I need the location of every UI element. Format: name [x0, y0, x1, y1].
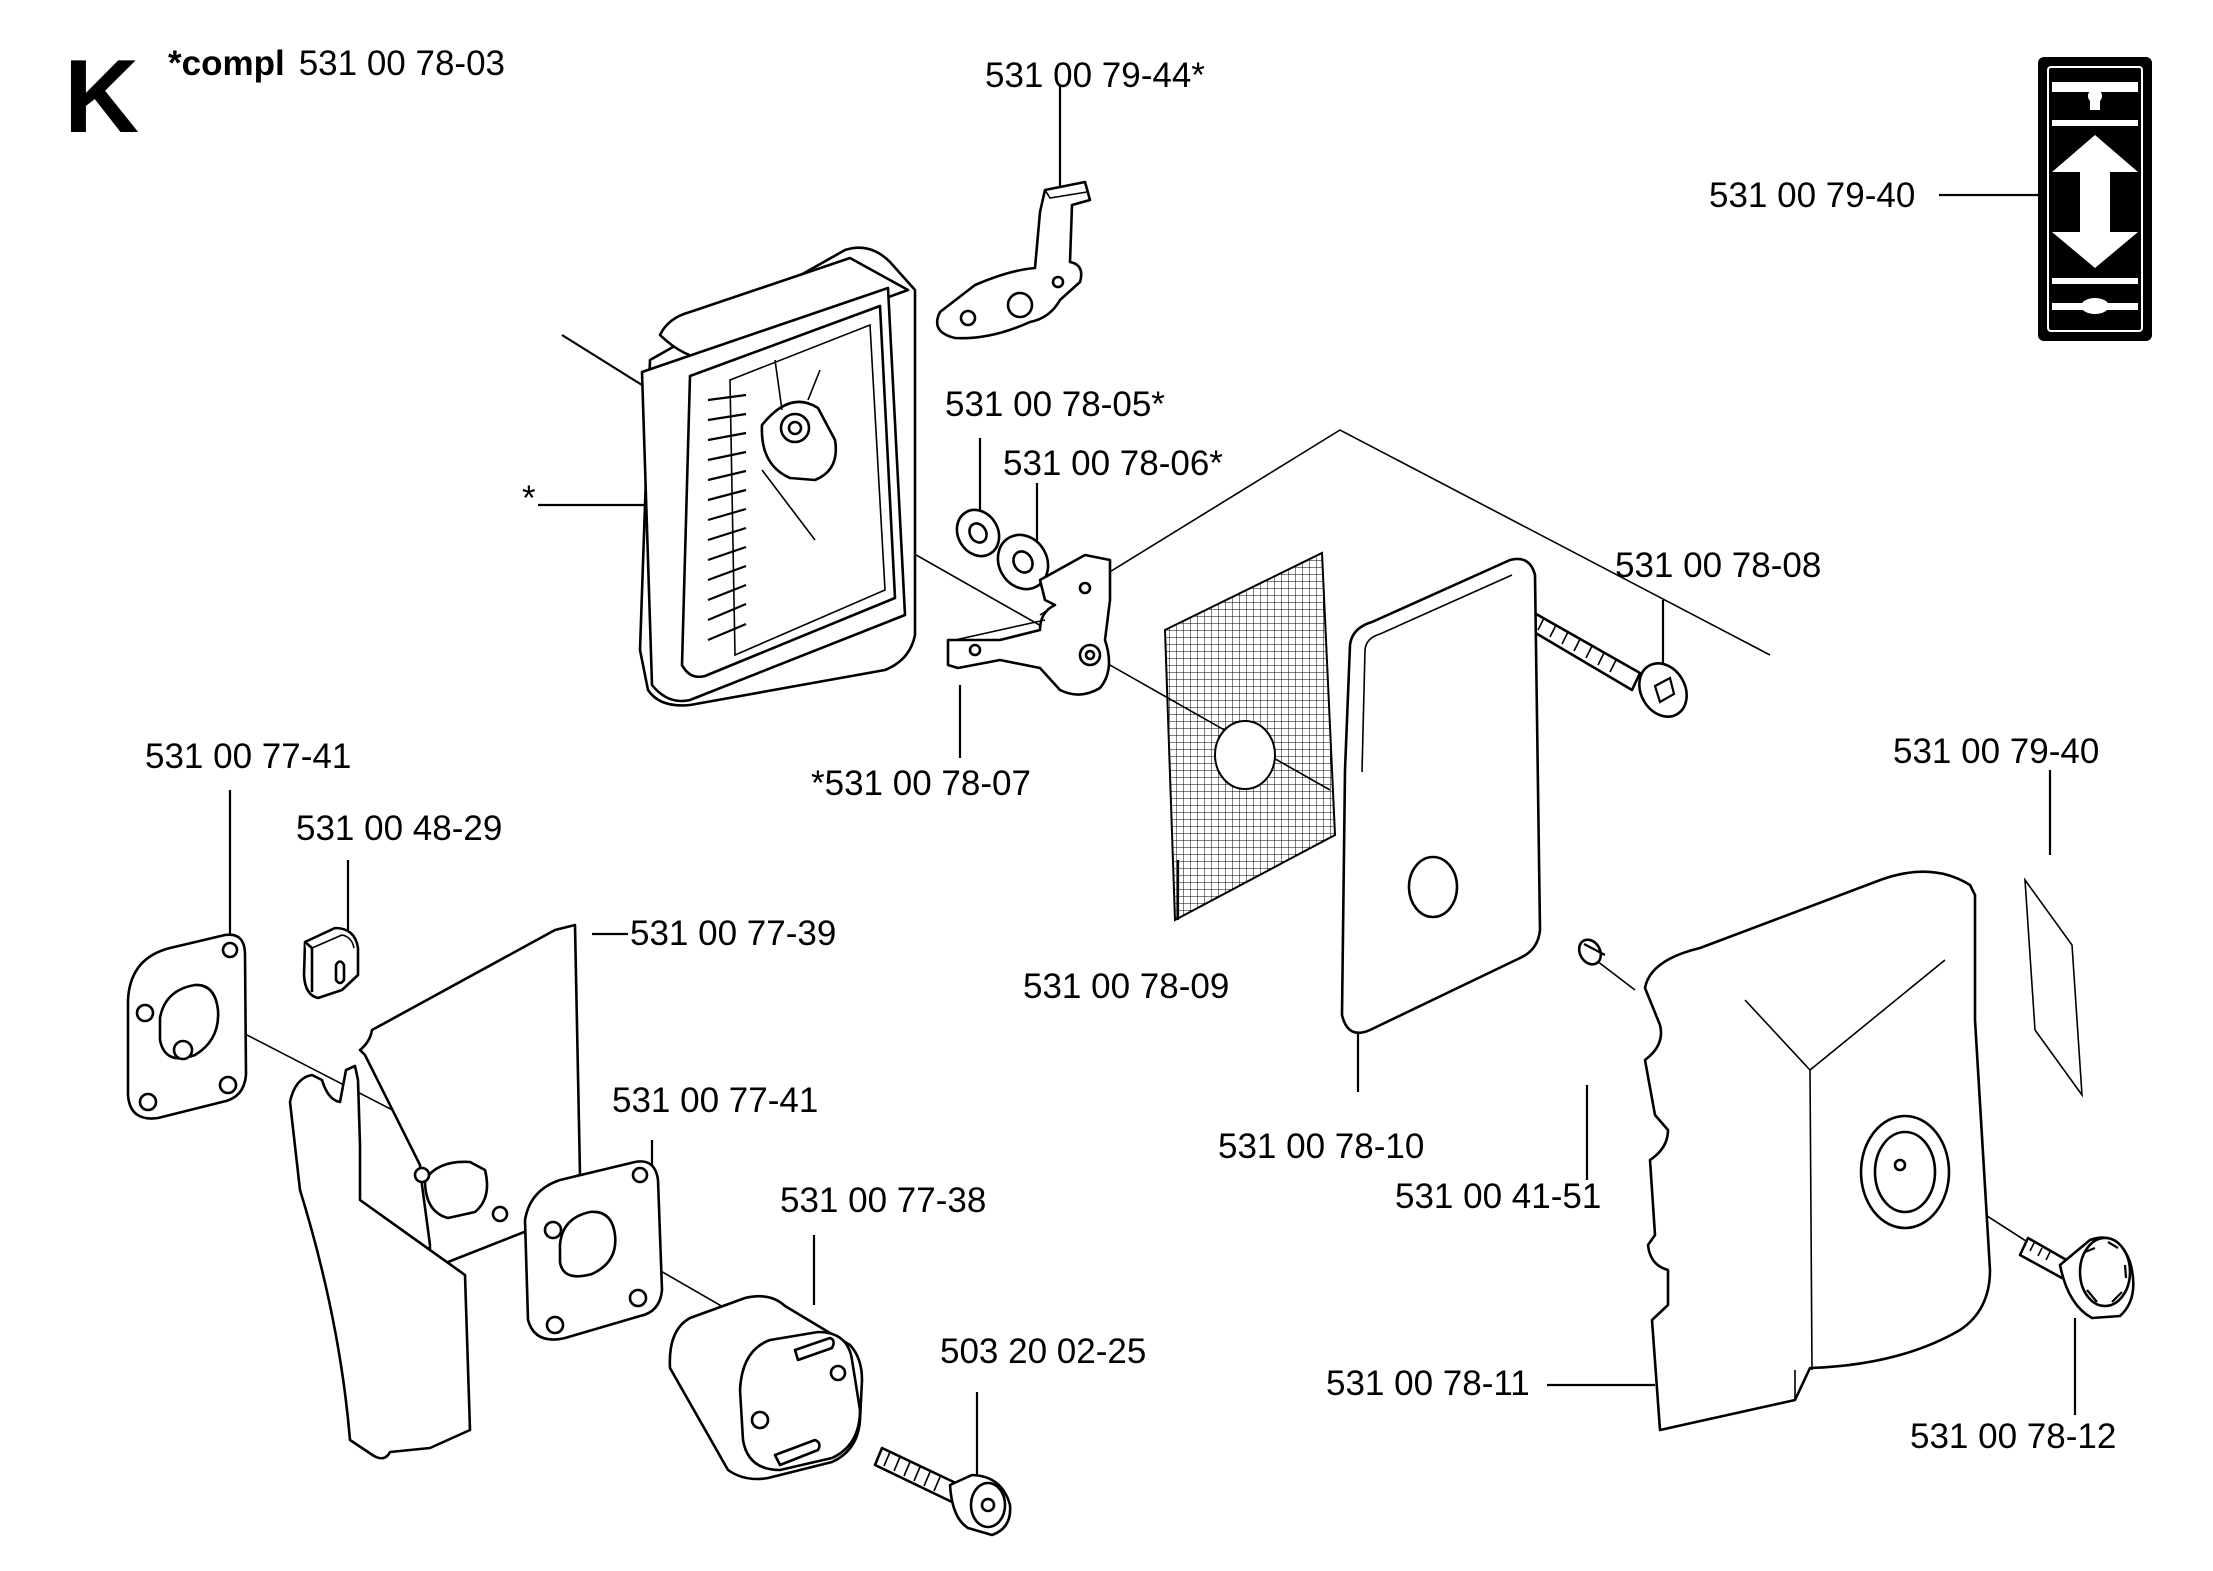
washer-7806: [996, 533, 1050, 591]
label-531-00-77-39: 531 00 77-39: [630, 914, 836, 953]
filter-housing: [638, 246, 917, 707]
label-531-00-77-38: 531 00 77-38: [780, 1181, 986, 1220]
heat-shield-7739: [288, 923, 582, 1460]
label-531-00-77-41-left: 531 00 77-41: [145, 737, 351, 776]
housing-ribs: [707, 393, 747, 642]
compl-label: *compl 531 00 78-03: [168, 44, 505, 83]
label-531-00-78-09: 531 00 78-09: [1023, 967, 1229, 1006]
foam-filter-7810: [1340, 557, 1542, 1035]
part-labels: 531 00 79-44* 531 00 79-40 * 531 00 78-0…: [145, 56, 2116, 1456]
rubber-block-4829: [302, 926, 360, 1000]
gasket-7741-left: [126, 933, 248, 1120]
label-531-00-78-07: *531 00 78-07: [811, 764, 1031, 803]
label-531-00-78-12: 531 00 78-12: [1910, 1417, 2116, 1456]
label-531-00-78-10: 531 00 78-10: [1218, 1127, 1424, 1166]
label-531-00-79-44: 531 00 79-44*: [985, 56, 1205, 95]
spacer-7738: [668, 1294, 864, 1481]
filter-cover-7811: [1643, 870, 1992, 1432]
label-531-00-78-08: 531 00 78-08: [1615, 546, 1821, 585]
label-531-00-77-41-middle: 531 00 77-41: [612, 1081, 818, 1120]
bracket-7807: [946, 553, 1112, 696]
label-531-00-79-40-right: 531 00 79-40: [1893, 732, 2099, 771]
section-letter: K: [64, 39, 139, 155]
label-asterisk: *: [522, 479, 536, 518]
label-531-00-79-40-top: 531 00 79-40: [1709, 176, 1915, 215]
screw-0225: [873, 1446, 1012, 1537]
label-531-00-78-11: 531 00 78-11: [1326, 1364, 1530, 1403]
decal-7940: [2024, 877, 2083, 1098]
mesh-filter-7809: [1163, 551, 1337, 922]
label-531-00-78-05: 531 00 78-05*: [945, 385, 1165, 424]
label-531-00-41-51: 531 00 41-51: [1395, 1177, 1601, 1216]
clip-4151: [1577, 938, 1606, 966]
gauge-7940: [2038, 57, 2152, 341]
compl-prefix: *compl: [168, 44, 285, 83]
knob-7812: [2018, 1236, 2135, 1320]
washer-7805: [955, 508, 1001, 558]
bracket-7944: [935, 180, 1092, 340]
label-531-00-78-06: 531 00 78-06*: [1003, 444, 1223, 483]
label-503-20-02-25: 503 20 02-25: [940, 1332, 1146, 1371]
compl-number: 531 00 78-03: [299, 44, 505, 83]
gasket-7741-middle: [523, 1160, 664, 1341]
label-531-00-48-29: 531 00 48-29: [296, 809, 502, 848]
